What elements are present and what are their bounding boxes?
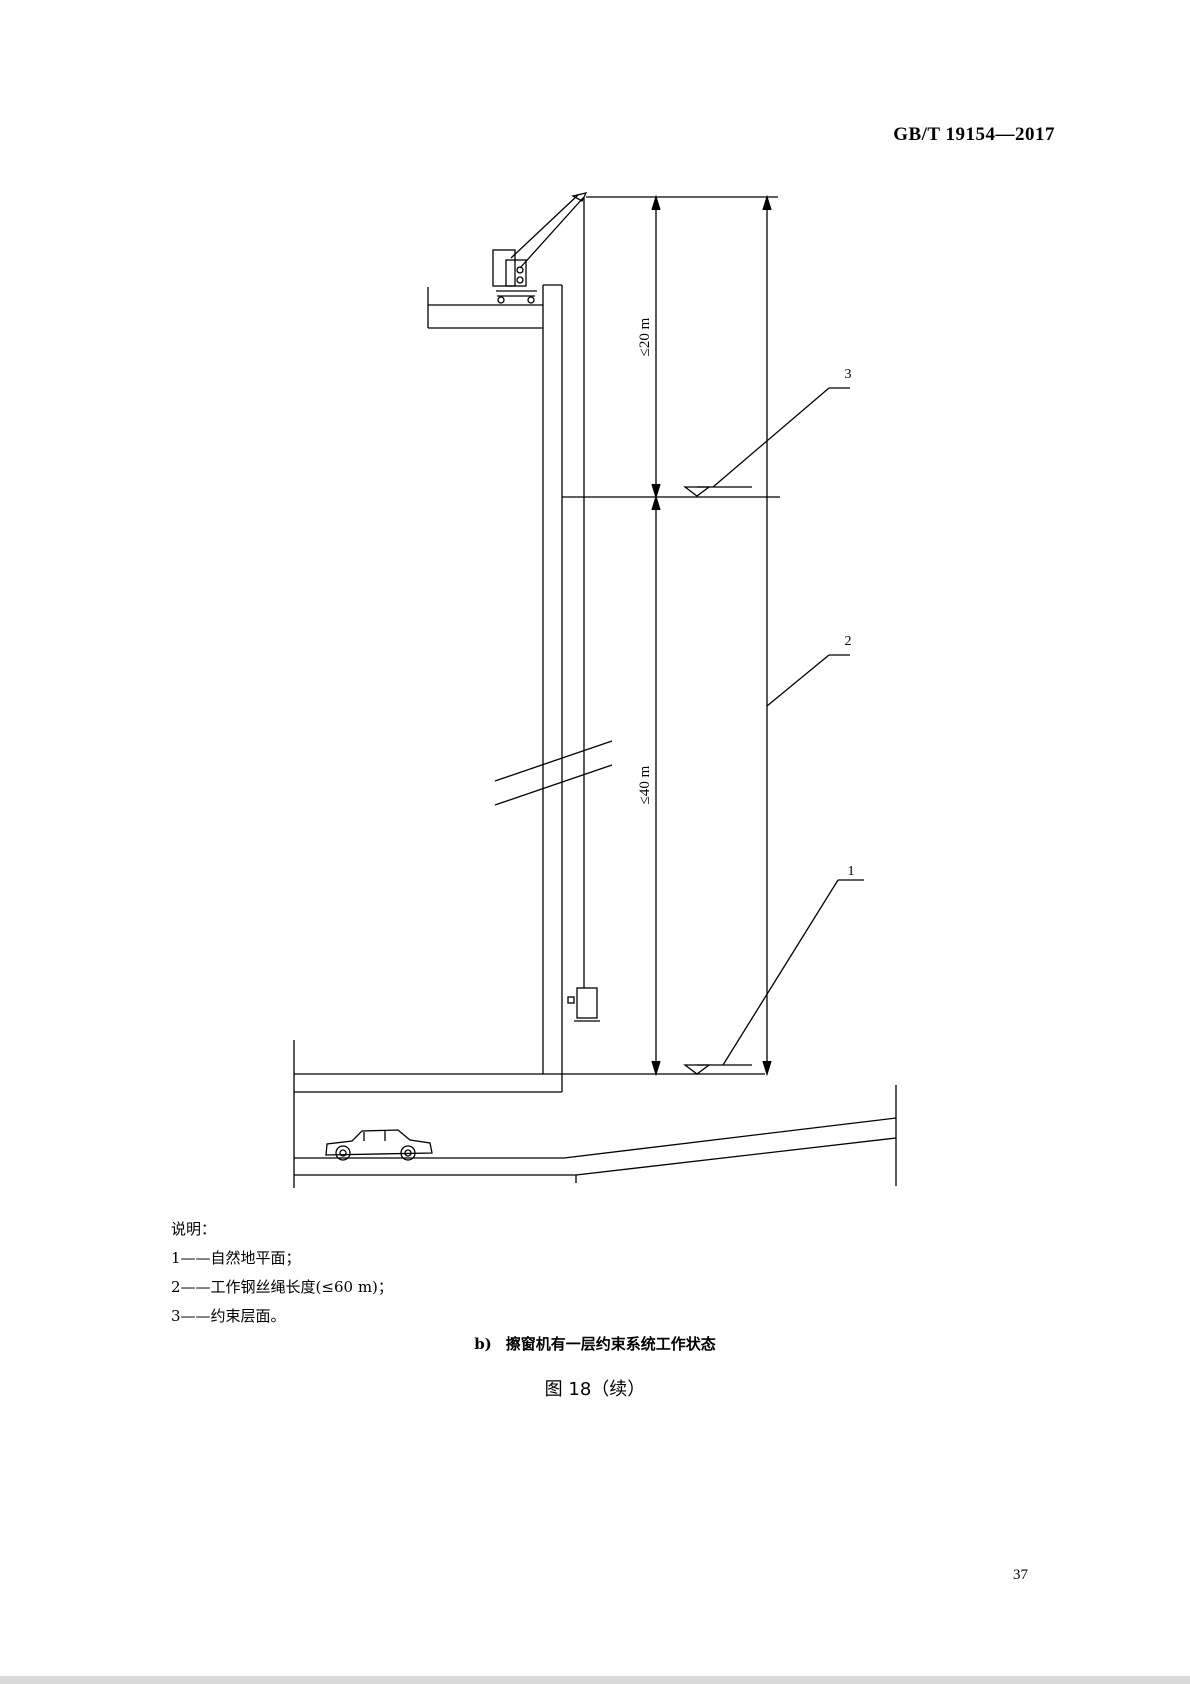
callout-1: 1: [848, 864, 855, 879]
standard-code: GB/T 19154—2017: [893, 124, 1055, 145]
ground-level: [293, 1040, 897, 1188]
dimension-lower: ≤40 m: [637, 765, 653, 804]
callout-3: 3: [845, 367, 852, 382]
roof-slab: [427, 287, 543, 329]
dimension-upper: ≤20 m: [637, 317, 653, 356]
legend-item: 3——约束层面。: [171, 1307, 286, 1325]
gondola: [567, 967, 600, 1022]
level-marker-natural-ground: [683, 1064, 752, 1075]
window-cleaning-machine: [492, 192, 588, 304]
break-lines: [494, 740, 613, 806]
leader-lines: [712, 387, 864, 1066]
legend-title: 说明：: [171, 1220, 217, 1238]
sub-caption: b) 擦窗机有一层约束系统工作状态: [0, 1333, 1190, 1354]
page-footer-band: [0, 1676, 1190, 1684]
callout-2: 2: [845, 634, 852, 649]
sub-caption-tag: b): [474, 1335, 492, 1353]
building-wall: [542, 284, 563, 1092]
dimension-lines: [651, 194, 772, 1077]
figure-title: 图 18（续）: [544, 1379, 646, 1400]
legend: 说明： 1——自然地平面； 2——工作钢丝绳长度(≤60 m)； 3——约束层面…: [171, 1215, 393, 1331]
extension-lines: [562, 196, 780, 498]
sub-caption-text: 擦窗机有一层约束系统工作状态: [505, 1335, 716, 1353]
car: [325, 1129, 433, 1161]
legend-item: 1——自然地平面；: [171, 1249, 301, 1267]
level-marker-restraint-layer: [683, 486, 752, 497]
page-number: 37: [1013, 1567, 1028, 1583]
legend-item: 2——工作钢丝绳长度(≤60 m)；: [171, 1278, 393, 1296]
